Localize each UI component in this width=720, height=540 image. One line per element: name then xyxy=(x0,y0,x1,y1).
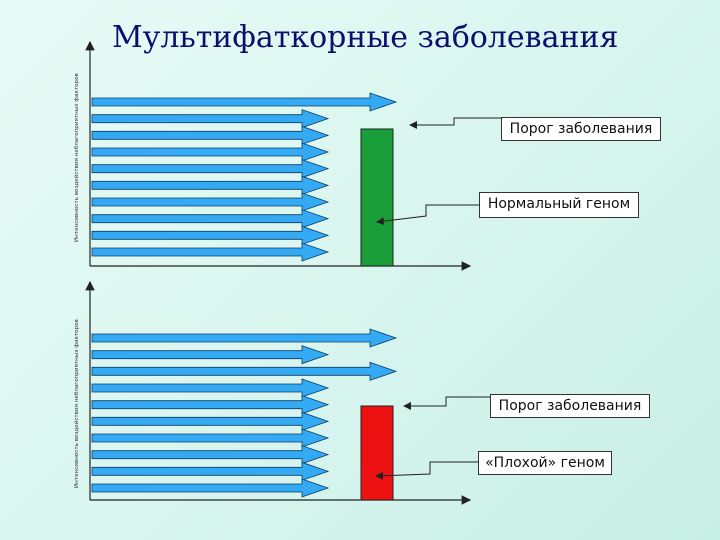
panel2-factor-arrow xyxy=(91,461,330,481)
panel1-factor-arrow xyxy=(91,242,330,262)
panel1-y-axis-label: Интенсивность воздействия неблагоприятны… xyxy=(74,73,80,242)
panel2-factor-arrow xyxy=(91,361,398,381)
panel1-factor-arrow xyxy=(91,125,330,145)
panel1-factor-arrow xyxy=(91,142,330,162)
panel2-genome-connector xyxy=(375,461,478,480)
panel1-threshold-label: Порог заболевания xyxy=(501,117,661,141)
panel2-y-axis-label: Интенсивность воздействия неблагоприятны… xyxy=(74,319,80,488)
panel1-factor-arrow xyxy=(91,209,330,229)
panel1-factor-arrow xyxy=(91,109,330,129)
panel1-arrows xyxy=(91,92,398,262)
panel2-factor-arrow xyxy=(91,428,330,448)
panel2-factor-arrow xyxy=(91,395,330,415)
panel1-factor-arrow xyxy=(91,159,330,179)
panel2-factor-arrow xyxy=(91,345,330,365)
panel1-genome-label: Нормальный геном xyxy=(479,192,639,218)
panel1-factor-arrow xyxy=(91,175,330,195)
panel1-threshold-connector xyxy=(409,117,501,129)
panel2-genome-bar xyxy=(360,405,394,501)
panel1-genome-bar xyxy=(360,128,394,267)
panel1-factor-arrow xyxy=(91,225,330,245)
panel1-genome-connector xyxy=(376,204,479,226)
panel2-genome-label: «Плохой» геном xyxy=(478,451,612,475)
panel2-factor-arrow xyxy=(91,378,330,398)
panel2-factor-arrow xyxy=(91,328,398,348)
panel2-threshold-connector xyxy=(403,396,490,410)
panel2-arrows xyxy=(91,328,398,498)
slide-title: Мультифаткорные заболевания xyxy=(112,20,619,55)
panel1-factor-arrow xyxy=(91,92,398,112)
panel2-threshold-label: Порог заболевания xyxy=(490,394,650,418)
panel2-factor-arrow xyxy=(91,411,330,431)
panel2-factor-arrow xyxy=(91,445,330,465)
panel2-factor-arrow xyxy=(91,478,330,498)
panel1-factor-arrow xyxy=(91,192,330,212)
